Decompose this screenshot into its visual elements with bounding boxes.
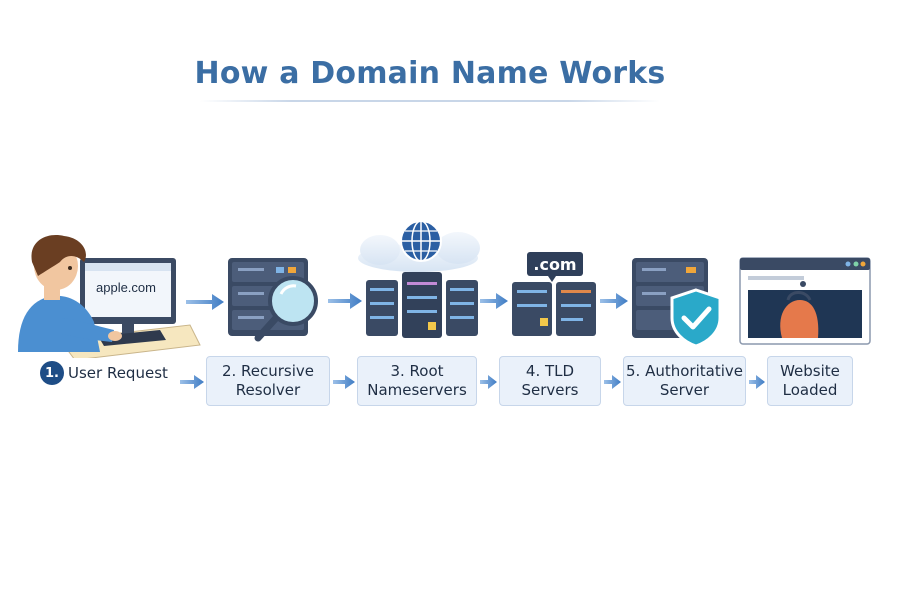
arrow-icon: [480, 375, 497, 389]
step-label-text: Website Loaded: [780, 362, 840, 399]
tld-server-icon: [512, 282, 596, 336]
globe-icon: [400, 220, 442, 262]
page-title: How a Domain Name Works: [194, 56, 666, 91]
title-underline: [200, 100, 660, 102]
step-1-badge: 1.: [40, 361, 64, 385]
monitor-url-text: apple.com: [96, 280, 156, 295]
tld-tag-text: .com: [533, 255, 576, 274]
root-server-rack-icon: [366, 272, 478, 338]
step-label-website-loaded: Website Loaded: [767, 356, 853, 406]
arrow-icon: [604, 375, 621, 389]
arrow-icon: [328, 293, 362, 309]
arrow-icon: [186, 294, 224, 310]
step-label-user-request: User Request: [64, 358, 178, 388]
tld-tag: .com: [527, 252, 583, 282]
shield-check-icon: [670, 288, 722, 348]
step-label-recursive-resolver: 2. Recursive Resolver: [206, 356, 330, 406]
browser-window-icon: [739, 257, 871, 345]
step-label-tld-servers: 4. TLD Servers: [499, 356, 601, 406]
arrow-icon: [480, 293, 508, 309]
magnifier-icon: [254, 276, 318, 342]
step-label-text: 3. Root Nameservers: [367, 362, 467, 399]
flow-arrows: [180, 293, 765, 389]
arrow-icon: [180, 375, 204, 389]
arrow-icon: [333, 375, 355, 389]
step-label-authoritative-server: 5. Authoritative Server: [623, 356, 746, 406]
step-label-text: 4. TLD Servers: [521, 362, 579, 399]
step-label-root-nameservers: 3. Root Nameservers: [357, 356, 477, 406]
step-label-text: 5. Authoritative Server: [626, 362, 743, 399]
user-at-computer-illustration: apple.com: [18, 235, 201, 361]
arrow-icon: [749, 375, 765, 389]
step-label-text: 2. Recursive Resolver: [221, 362, 315, 399]
arrow-icon: [600, 293, 628, 309]
